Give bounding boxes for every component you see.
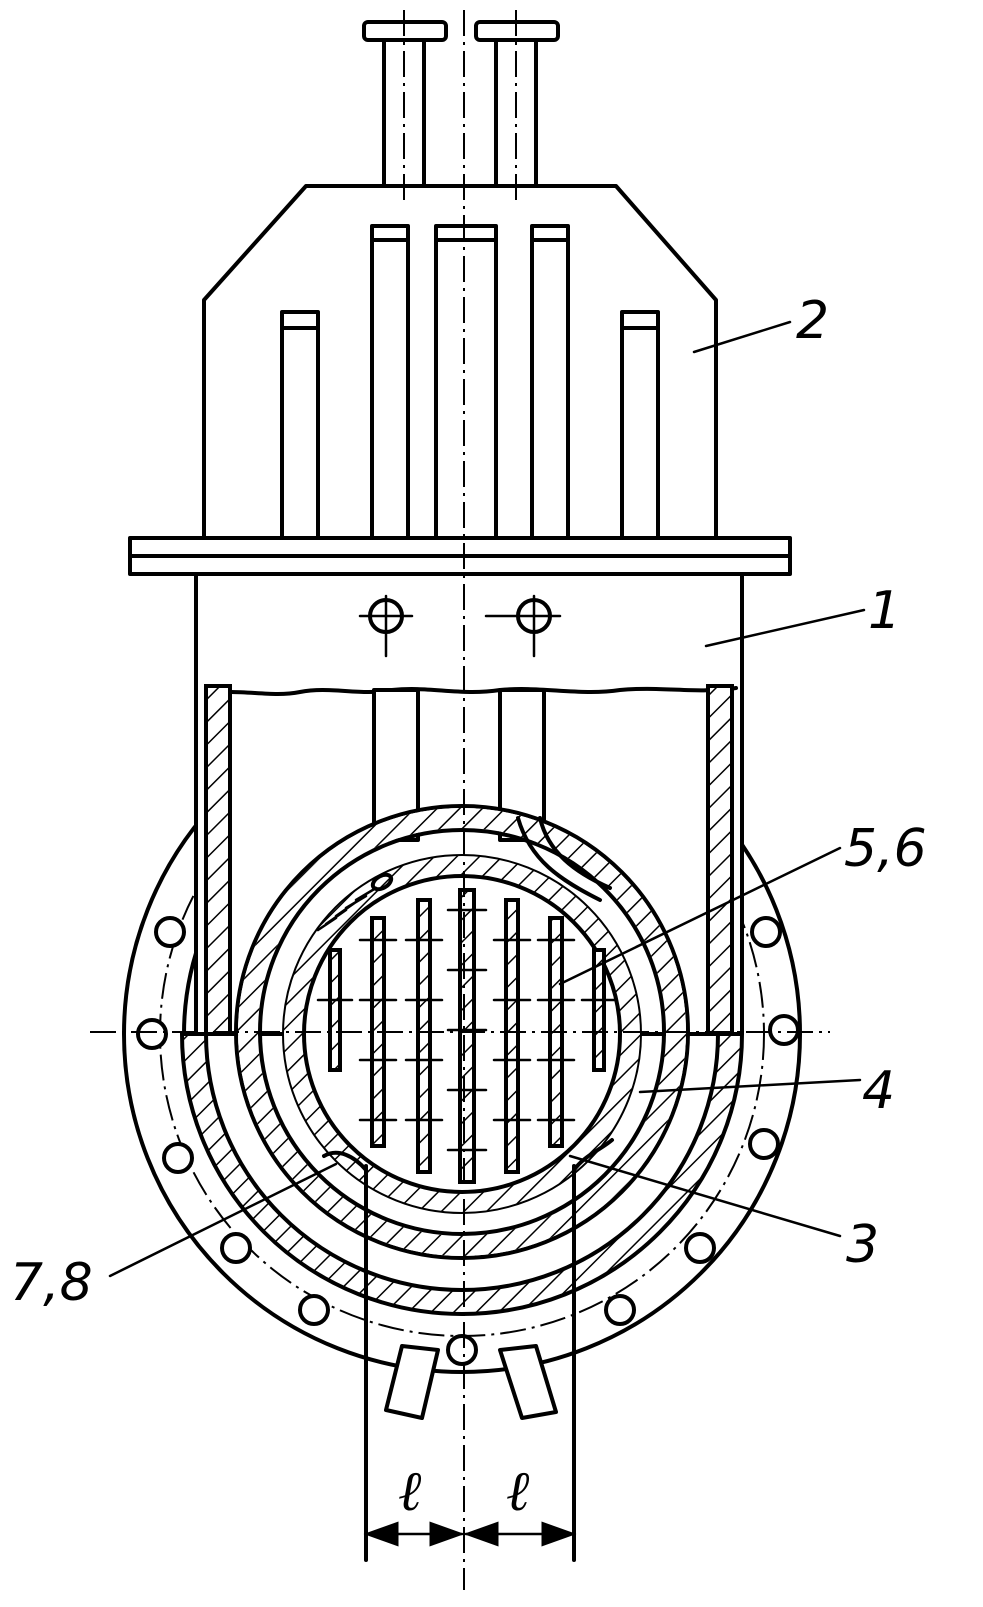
- body-wall-right: [708, 686, 732, 1034]
- label-7-8: 7,8: [10, 1253, 93, 1313]
- dimension-label-right: ℓ: [506, 1459, 530, 1524]
- label-1: 1: [868, 581, 901, 641]
- body-wall-left: [206, 686, 230, 1034]
- bonnet-rods: [282, 226, 658, 538]
- label-2: 2: [796, 291, 829, 351]
- label-5-6: 5,6: [844, 819, 927, 879]
- dimension-l: ℓ ℓ: [366, 1459, 574, 1534]
- label-4: 4: [862, 1061, 895, 1121]
- label-3: 3: [846, 1215, 879, 1275]
- dimension-label-left: ℓ: [398, 1459, 422, 1524]
- bonnet: [130, 22, 790, 574]
